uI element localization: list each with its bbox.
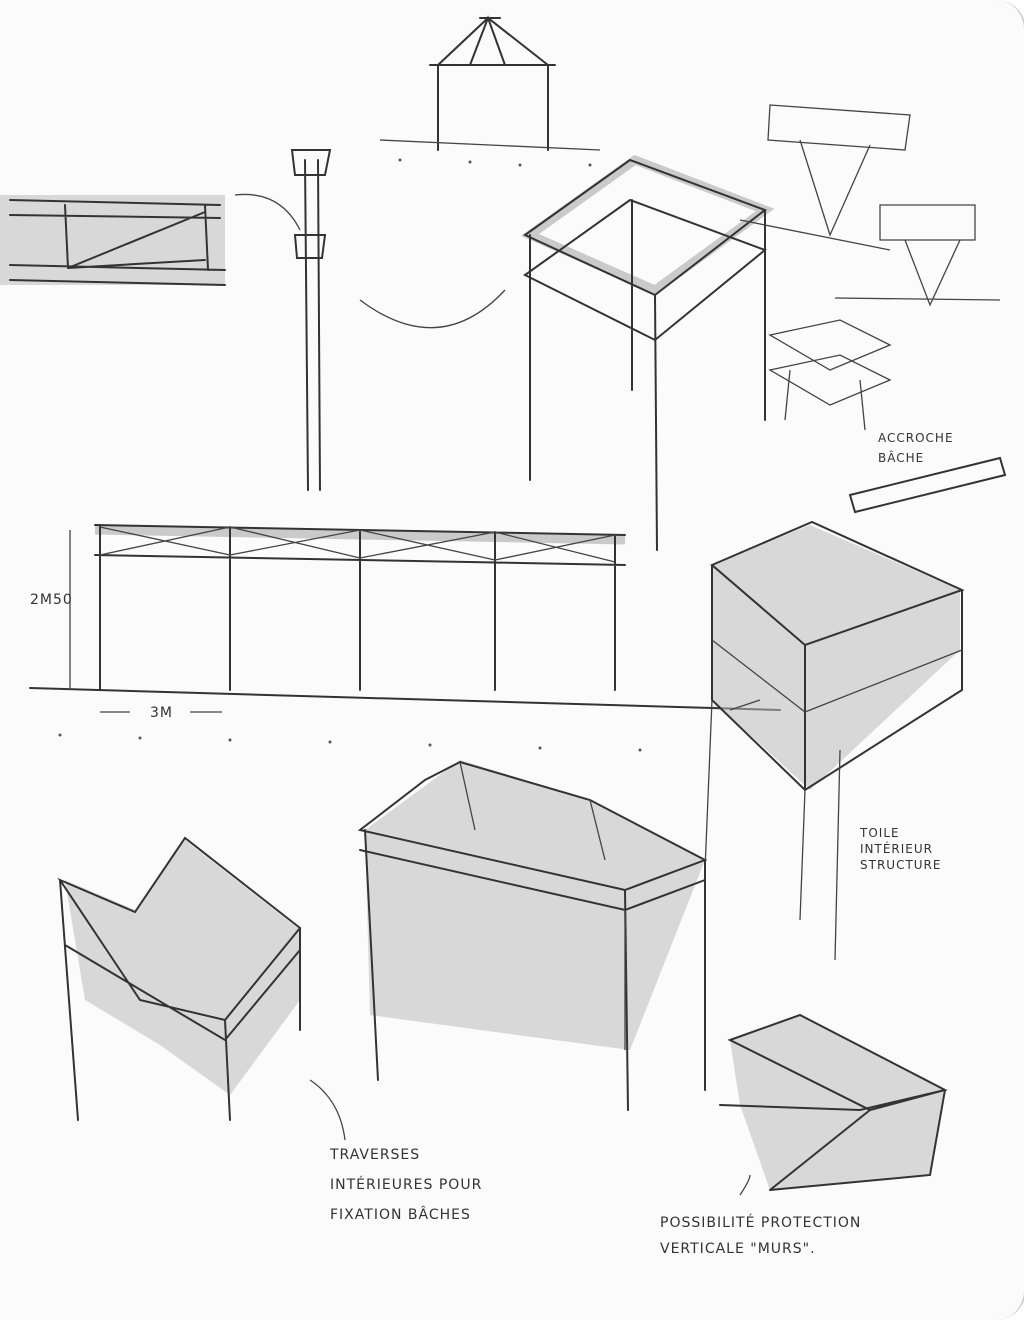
truss-beam-sketch — [0, 193, 301, 286]
bracing-diagrams-sketch — [739, 104, 1001, 431]
covered-structure-sketch — [704, 456, 1007, 961]
possibilite-protection-label: POSSIBILITÉ PROTECTION VERTICALE "MURS". — [660, 1215, 862, 1257]
frame-elevation-sketch — [379, 15, 601, 151]
long-frame-elevation-sketch — [29, 524, 781, 713]
pole-connector-sketch — [290, 149, 332, 491]
tarp-walls-sketch — [719, 1013, 948, 1196]
inverted-roof-tent-sketch — [57, 836, 346, 1141]
traverses-label: TRAVERSES INTÉRIEURES POUR FIXATION BÂCH… — [330, 1147, 483, 1223]
ground-dots — [58, 158, 642, 752]
pavilion-tent-sketch — [357, 760, 708, 1111]
width-dimension-label: 3M — [150, 705, 173, 721]
toile-interieur-label: TOILE INTÉRIEUR STRUCTURE — [860, 826, 942, 872]
accroche-bache-label: ACCROCHE BÂCHE — [878, 431, 954, 465]
height-dimension-label: 2M50 — [30, 592, 73, 608]
canopy-frame-3d-sketch — [359, 154, 775, 551]
